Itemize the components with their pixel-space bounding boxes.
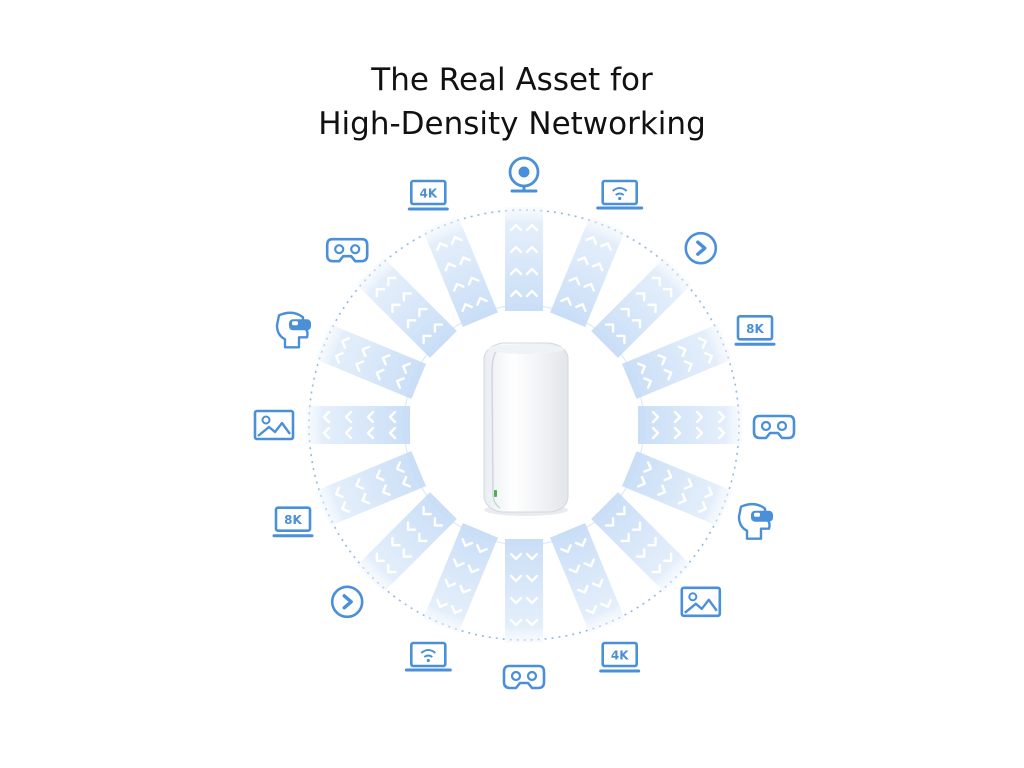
play-button-icon — [323, 579, 372, 624]
device-icons: 8K 4K 8K 4K — [250, 153, 798, 697]
headline-line-1: The Real Asset for — [371, 62, 653, 98]
mesh-router-icon — [483, 342, 569, 516]
signal-beam — [423, 523, 498, 634]
4k-display-icon: 4K — [404, 172, 453, 216]
vr-headset-icon — [269, 307, 317, 352]
display-label: 8K — [746, 322, 764, 336]
gamepad-icon — [323, 226, 372, 271]
signal-beam — [622, 451, 733, 526]
display-label: 8K — [284, 513, 302, 527]
laptop-wifi-icon — [595, 172, 644, 216]
headline-line-2: High-Density Networking — [318, 106, 706, 142]
gamepad-icon — [500, 653, 548, 697]
laptop-wifi-icon — [404, 634, 453, 678]
signal-beam — [356, 492, 457, 593]
4k-display-icon: 4K — [595, 634, 644, 678]
signal-beam — [356, 257, 457, 358]
signal-beam — [638, 406, 742, 444]
8k-display-icon: 8K — [269, 498, 317, 543]
signal-beam — [622, 324, 733, 399]
signal-beam — [315, 451, 426, 526]
signal-beam — [505, 207, 543, 311]
vr-headset-icon — [731, 498, 779, 543]
display-label: 4K — [419, 187, 437, 201]
signal-beam — [550, 523, 625, 634]
image-icon — [250, 403, 298, 447]
display-label: 4K — [611, 649, 629, 663]
8k-display-icon: 8K — [731, 307, 779, 352]
signal-beam — [591, 492, 692, 593]
headline: The Real Asset for High-Density Networki… — [0, 58, 1024, 146]
gamepad-icon — [750, 403, 798, 447]
signal-beams — [306, 207, 742, 643]
webcam-icon — [500, 153, 548, 197]
image-icon — [676, 579, 725, 624]
signal-beam — [505, 539, 543, 643]
signal-beam — [591, 257, 692, 358]
signal-beam — [550, 216, 625, 327]
signal-beam — [315, 324, 426, 399]
signal-beam — [306, 406, 410, 444]
status-led — [494, 490, 497, 497]
signal-beam — [423, 216, 498, 327]
play-button-icon — [676, 226, 725, 271]
